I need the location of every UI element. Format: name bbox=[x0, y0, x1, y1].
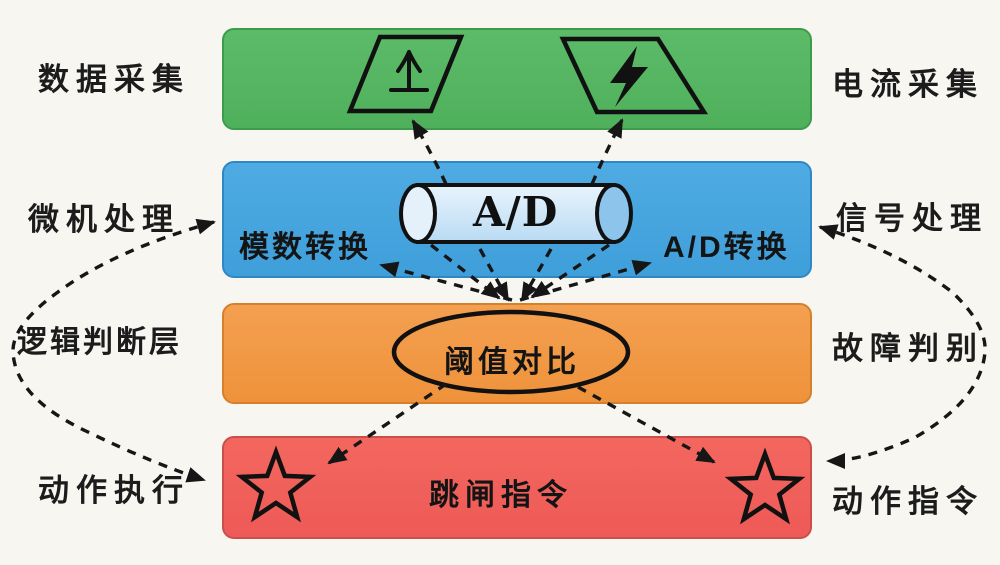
band-data-acquisition bbox=[222, 28, 812, 130]
label-action-execution: 动作执行 bbox=[38, 473, 190, 508]
label-micro-processing: 微机处理 bbox=[28, 202, 180, 237]
label-fault-discrimination: 故障判别 bbox=[832, 331, 984, 366]
label-trip-command: 跳闸指令 bbox=[429, 479, 573, 512]
label-ad-conversion: A/D转换 bbox=[663, 231, 790, 264]
label-ad-cylinder: A/D bbox=[473, 188, 559, 236]
label-action-command: 动作指令 bbox=[832, 484, 984, 519]
label-threshold-comparison: 阈值对比 bbox=[444, 346, 580, 379]
label-data-acquisition: 数据采集 bbox=[38, 62, 190, 97]
label-logic-judgment-layer: 逻辑判断层 bbox=[17, 326, 182, 359]
label-current-acquisition: 电流采集 bbox=[832, 67, 984, 102]
label-signal-processing: 信号处理 bbox=[836, 201, 988, 236]
label-analog-digital-conversion: 模数转换 bbox=[239, 231, 371, 264]
